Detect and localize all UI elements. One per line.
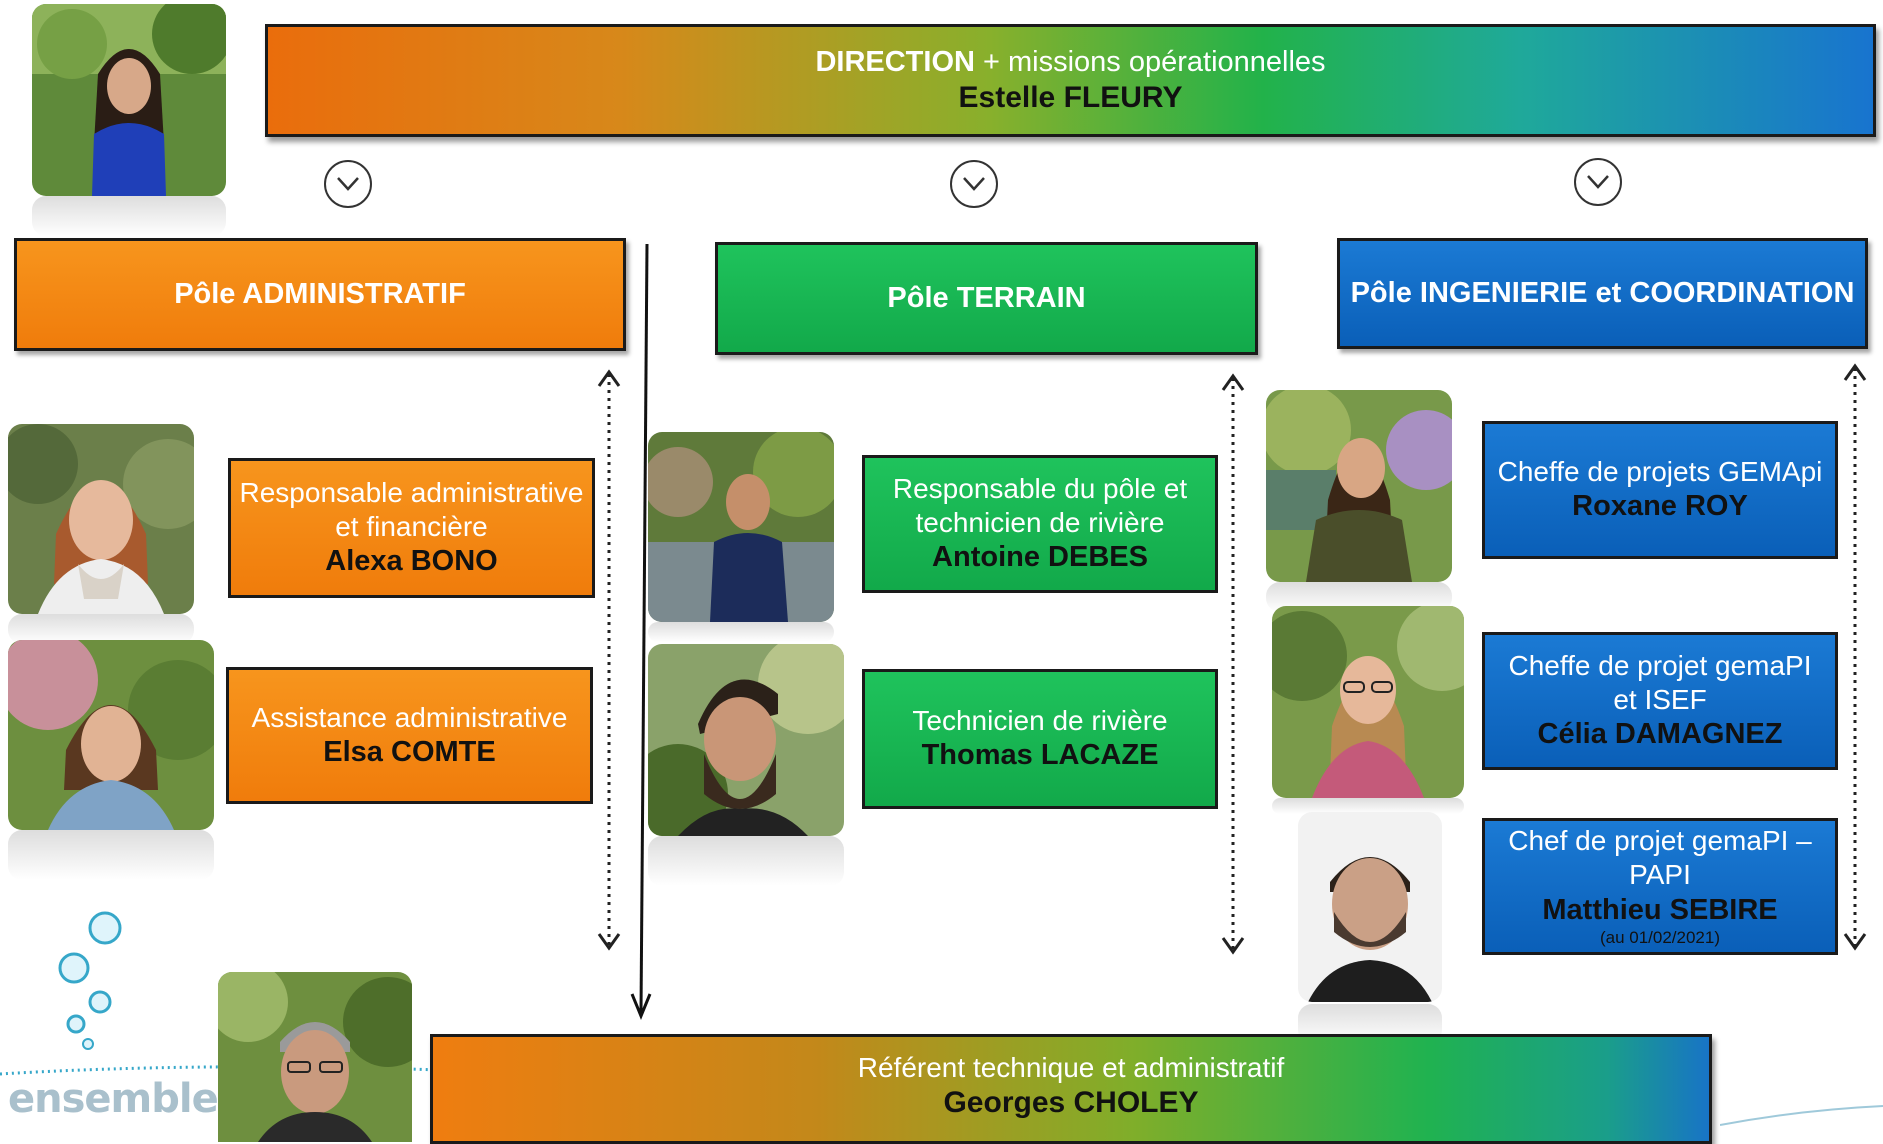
role-box-celia-damagnez: Cheffe de projet gemaPI et ISEF Célia DA… [1482,632,1838,770]
celia-damagnez-photo [1272,606,1464,798]
role-title-line1: Cheffe de projets GEMApi [1497,456,1823,488]
referent-name: Georges CHOLEY [943,1086,1199,1120]
referent-banner: Référent technique et administratif Geor… [430,1034,1712,1144]
role-title-line2: technicien de rivière [915,507,1165,539]
person-name: Antoine DEBES [932,541,1148,574]
role-title-line1: Cheffe de projet gemaPI [1508,650,1812,682]
role-title-line1: Chef de projet gemaPI – [1508,825,1812,857]
antoine-debes-photo-reflection [648,622,834,642]
pole-administratif-label: Pôle ADMINISTRATIF [174,277,466,310]
person-name: Elsa COMTE [323,735,496,768]
alexa-bono-photo [8,424,194,614]
direction-title: DIRECTION [815,45,975,78]
terrain-dotted-arrow [1221,373,1245,955]
start-date-note: (au 01/02/2021) [1599,927,1721,947]
flow-arrow [630,243,652,1020]
celia-damagnez-photo-reflection [1272,798,1464,814]
elsa-comte-photo-reflection [8,830,214,880]
referent-role: Référent technique et administratif [857,1052,1285,1083]
role-box-antoine-debes: Responsable du pôle et technicien de riv… [862,455,1218,593]
matthieu-sebire-photo [1298,812,1442,1002]
role-title-line1: Assistance administrative [251,701,568,733]
direction-photo [32,4,226,196]
role-box-alexa-bono: Responsable administrative et financière… [228,458,595,598]
person-name: Alexa BONO [325,545,498,578]
role-title-line1: Responsable du pôle et [892,473,1188,505]
georges-choley-photo [218,972,412,1142]
chevron-down-circle-icon [324,160,372,208]
decorative-wave-right [1720,1105,1883,1126]
person-name: Thomas LACAZE [921,739,1159,772]
role-title-line2: PAPI [1629,859,1691,891]
admin-dotted-arrow [597,369,621,951]
role-title-line2: et financière [335,511,488,543]
role-title-line1: Responsable administrative [239,477,584,509]
chevron-down-circle-icon [950,160,998,208]
thomas-lacaze-photo-reflection [648,836,844,886]
logo-text: ensemble [8,1076,219,1122]
role-title-line2: et ISEF [1613,684,1707,716]
pole-terrain-label: Pôle TERRAIN [887,281,1086,314]
alexa-bono-photo-reflection [8,614,194,644]
person-name: Matthieu SEBIRE [1542,893,1778,926]
thomas-lacaze-photo [648,644,844,836]
role-box-matthieu-sebire: Chef de projet gemaPI – PAPI Matthieu SE… [1482,818,1838,955]
direction-name: Estelle FLEURY [958,80,1183,114]
roxane-roy-photo [1266,390,1452,582]
person-name: Roxane ROY [1572,490,1748,523]
logo-dotted-wave [0,1065,440,1076]
pole-ingenierie-header: Pôle INGENIERIE et COORDINATION [1337,238,1868,349]
elsa-comte-photo [8,640,214,830]
bubbles-logo-icon [58,911,122,1050]
antoine-debes-photo [648,432,834,622]
ingenierie-dotted-arrow [1843,363,1867,951]
role-title-line1: Technicien de rivière [912,705,1168,737]
pole-ingenierie-label: Pôle INGENIERIE et COORDINATION [1350,276,1855,309]
chevron-down-circle-icon [1574,158,1622,206]
pole-administratif-header: Pôle ADMINISTRATIF [14,238,626,351]
direction-banner: DIRECTION + missions opérationnelles Est… [265,24,1876,137]
person-name: Célia DAMAGNEZ [1537,718,1783,751]
direction-subtitle: + missions opérationnelles [974,45,1326,78]
pole-terrain-header: Pôle TERRAIN [715,242,1258,355]
role-box-roxane-roy: Cheffe de projets GEMApi Roxane ROY [1482,421,1838,559]
role-box-elsa-comte: Assistance administrative Elsa COMTE [226,667,593,804]
direction-photo-reflection [32,196,226,236]
role-box-thomas-lacaze: Technicien de rivière Thomas LACAZE [862,669,1218,809]
